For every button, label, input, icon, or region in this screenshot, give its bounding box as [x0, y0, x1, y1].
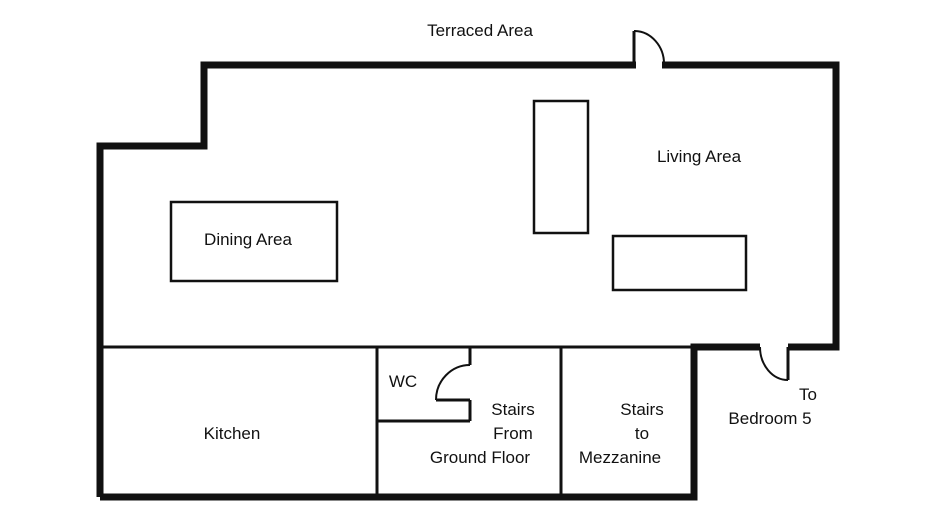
label-to-bedroom-2: Bedroom 5: [728, 409, 811, 428]
label-wc: WC: [389, 372, 417, 391]
outer-wall-bottom: [100, 343, 760, 501]
sofa-horizontal: [611, 234, 748, 292]
outer-wall: [96, 61, 840, 497]
label-kitchen: Kitchen: [204, 424, 261, 443]
label-stairs-ground-2: From: [493, 424, 533, 443]
label-stairs-mezz-1: Stairs: [620, 400, 663, 419]
bedroom-door-swing-icon: [759, 346, 789, 381]
label-stairs-mezz-2: to: [635, 424, 649, 443]
dining-table: [169, 200, 339, 283]
sofa-vertical: [532, 99, 590, 235]
terrace-door-swing-icon: [633, 30, 666, 66]
label-stairs-ground-1: Stairs: [491, 400, 534, 419]
label-stairs-ground-3: Ground Floor: [430, 448, 530, 467]
label-stairs-mezz-3: Mezzanine: [579, 448, 661, 467]
label-living-area: Living Area: [657, 147, 742, 166]
label-terraced-area: Terraced Area: [427, 21, 533, 40]
wc-door-swing-icon: [435, 364, 471, 401]
label-dining-area: Dining Area: [204, 230, 292, 249]
label-to-bedroom-1: To: [799, 385, 817, 404]
